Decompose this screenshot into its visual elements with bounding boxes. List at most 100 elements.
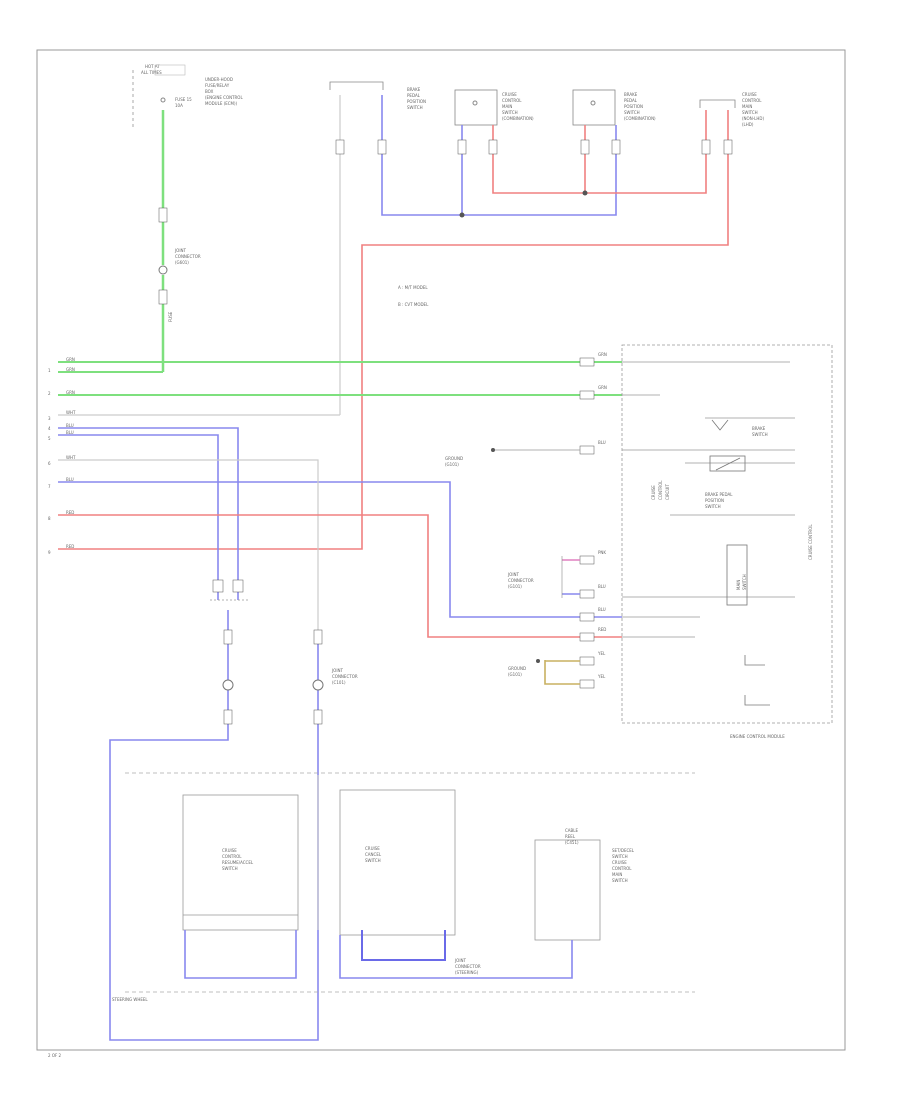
- joint1-label-2: CONNECTOR: [175, 254, 201, 259]
- wire-left-label-3: GRN: [66, 390, 75, 395]
- sw-c-label-3: CRUISE: [612, 860, 627, 865]
- legend-item-a: A : M/T MODEL: [398, 285, 428, 290]
- sw4-label-5: (NON-LHD): [742, 116, 764, 121]
- joint-label-3: (STEERING): [455, 970, 479, 975]
- ecm-title: ENGINE CONTROL MODULE: [730, 734, 785, 739]
- ecm-brake-sw-1: BRAKE: [752, 426, 766, 431]
- diagram-frame: [36, 49, 846, 1051]
- joint-label-1: JOINT: [454, 958, 467, 963]
- box-label-5: MODULE (ECM)): [205, 101, 238, 106]
- fuse-wire-label: FUSE: [168, 311, 173, 322]
- ground2-label-1: GROUND: [508, 666, 526, 671]
- hot-label-1: HOT AT: [145, 64, 160, 69]
- top-switches: BRAKE PEDAL POSITION SWITCH CRUISE CONTR…: [58, 81, 764, 416]
- pin-left-3: 3: [48, 416, 51, 421]
- sw2-label-4: SWITCH: [502, 110, 518, 115]
- ecm-conn-label-2: CONNECTOR: [508, 578, 534, 583]
- joint-label-2: CONNECTOR: [455, 964, 481, 969]
- pin-left-8: 8: [48, 516, 51, 521]
- legend-item-b: B : CVT MODEL: [398, 302, 429, 307]
- pin-left-5: 5: [48, 436, 51, 441]
- steering-wheel-block: STEERING WHEEL CRUISE CONTROL RESUME/ACC…: [112, 772, 695, 1002]
- sw4-label-6: (LHD): [742, 122, 754, 127]
- sw1-label-1: BRAKE: [407, 87, 421, 92]
- pin-left-1: 1: [48, 368, 51, 373]
- ecm-right-label: CRUISE CONTROL: [808, 524, 813, 560]
- mid-conn-label-1: JOINT: [331, 668, 344, 673]
- ecm-wire-7: RED: [598, 627, 606, 632]
- sw-b-label-3: SWITCH: [365, 858, 381, 863]
- cable-reel-label-1: CABLE: [565, 828, 579, 833]
- ecm-wire-9: YEL: [597, 674, 606, 679]
- sw2-label-2: CONTROL: [502, 98, 522, 103]
- cable-reel-label-2: REEL: [565, 834, 576, 839]
- box-label-3: BOX: [205, 89, 214, 94]
- sw4-label-2: CONTROL: [742, 98, 762, 103]
- top-blue-wires: [377, 95, 621, 218]
- ecm-wire-1: GRN: [598, 352, 607, 357]
- box-label-4: (ENGINE CONTROL: [205, 95, 243, 100]
- ecm-main-sw-2: SWITCH: [742, 574, 747, 590]
- sw2-label-5: (COMBINATION): [502, 116, 534, 121]
- ecm-conn-label-1: JOINT: [507, 572, 520, 577]
- sw3-label-1: BRAKE: [624, 92, 638, 97]
- ecm-wire-2: GRN: [598, 385, 607, 390]
- wire-left-label-1: GRN: [66, 357, 75, 362]
- box-label-2: FUSE/RELAY: [205, 83, 230, 88]
- ecm-control-3: CIRCUIT: [665, 484, 670, 500]
- box-label-1: UNDER-HOOD: [205, 77, 233, 82]
- pin-left-2: 2: [48, 391, 51, 396]
- sw-c-label-1: SET/DECEL: [612, 848, 635, 853]
- wire-left-label-4: WHT: [66, 410, 76, 415]
- ecm-control-1: CRUISE: [651, 485, 656, 500]
- joint1-label-1: JOINT: [174, 248, 187, 253]
- wire-left-label-2: GRN: [66, 367, 75, 372]
- page-number: 2 OF 2: [48, 1053, 62, 1058]
- ecm-wire-3: BLU: [598, 440, 606, 445]
- sw3-label-5: (COMBINATION): [624, 116, 656, 121]
- sw-c-label-5: MAIN: [612, 872, 622, 877]
- ecm-wire-8: YEL: [597, 651, 606, 656]
- sw4-label-1: CRUISE: [742, 92, 757, 97]
- sw-b-label-1: CRUISE: [365, 846, 380, 851]
- wire-left-label-6: BLU: [66, 430, 74, 435]
- sw3-label-2: PEDAL: [624, 98, 638, 103]
- ecm-conn-label-3: (G101): [508, 584, 522, 589]
- ground2-label-2: (G101): [508, 672, 522, 677]
- sw-a-label-3: RESUME/ACCEL: [222, 860, 254, 865]
- ecm-side-feeds: GROUND (G101) JOINT CONNECTOR (G101) GRO…: [445, 448, 580, 685]
- sw4-label-3: MAIN: [742, 104, 752, 109]
- sw-a-label-4: SWITCH: [222, 866, 238, 871]
- cable-reel-label-3: (C451): [565, 840, 579, 845]
- ground-label-2: (G101): [445, 462, 459, 467]
- ecm-brake-pedal-1: BRAKE PEDAL: [705, 492, 733, 497]
- ecm-wire-6: BLU: [598, 607, 606, 612]
- ground-label-1: GROUND: [445, 456, 463, 461]
- sw3-label-4: SWITCH: [624, 110, 640, 115]
- mid-conn-label-2: CONNECTOR: [332, 674, 358, 679]
- steering-wheel-label: STEERING WHEEL: [112, 997, 148, 1002]
- ecm-brake-pedal-3: SWITCH: [705, 504, 721, 509]
- ecm-wire-5: BLU: [598, 584, 606, 589]
- ecm-wire-4: PNK: [598, 550, 606, 555]
- wire-left-label-8: BLU: [66, 477, 74, 482]
- mid-connectors: JOINT CONNECTOR (C101): [109, 579, 358, 1041]
- sw-b-label-2: CANCEL: [365, 852, 382, 857]
- pin-left-4: 4: [48, 426, 51, 431]
- wire-left-label-7: WHT: [66, 455, 76, 460]
- sw2-label-1: CRUISE: [502, 92, 517, 97]
- sw-c-label-2: SWITCH: [612, 854, 628, 859]
- left-wire-bundle: GRN GRN GRN WHT BLU BLU WHT BLU RED RED …: [48, 357, 622, 640]
- fuse-label-1: FUSE 15: [175, 97, 192, 102]
- fuse-box-block: HOT AT ALL TIMES FUSE 15 10A UNDER-HOOD …: [132, 64, 243, 130]
- sw1-label-4: SWITCH: [407, 105, 423, 110]
- fuse-label-2: 10A: [175, 103, 183, 108]
- pin-left-7: 7: [48, 484, 51, 489]
- wire-left-label-10: RED: [66, 544, 74, 549]
- ecm-brake-pedal-2: POSITION: [705, 498, 724, 503]
- sw-a-label-1: CRUISE: [222, 848, 237, 853]
- sw1-label-3: POSITION: [407, 99, 426, 104]
- sw2-label-3: MAIN: [502, 104, 512, 109]
- sw-c-label-6: SWITCH: [612, 878, 628, 883]
